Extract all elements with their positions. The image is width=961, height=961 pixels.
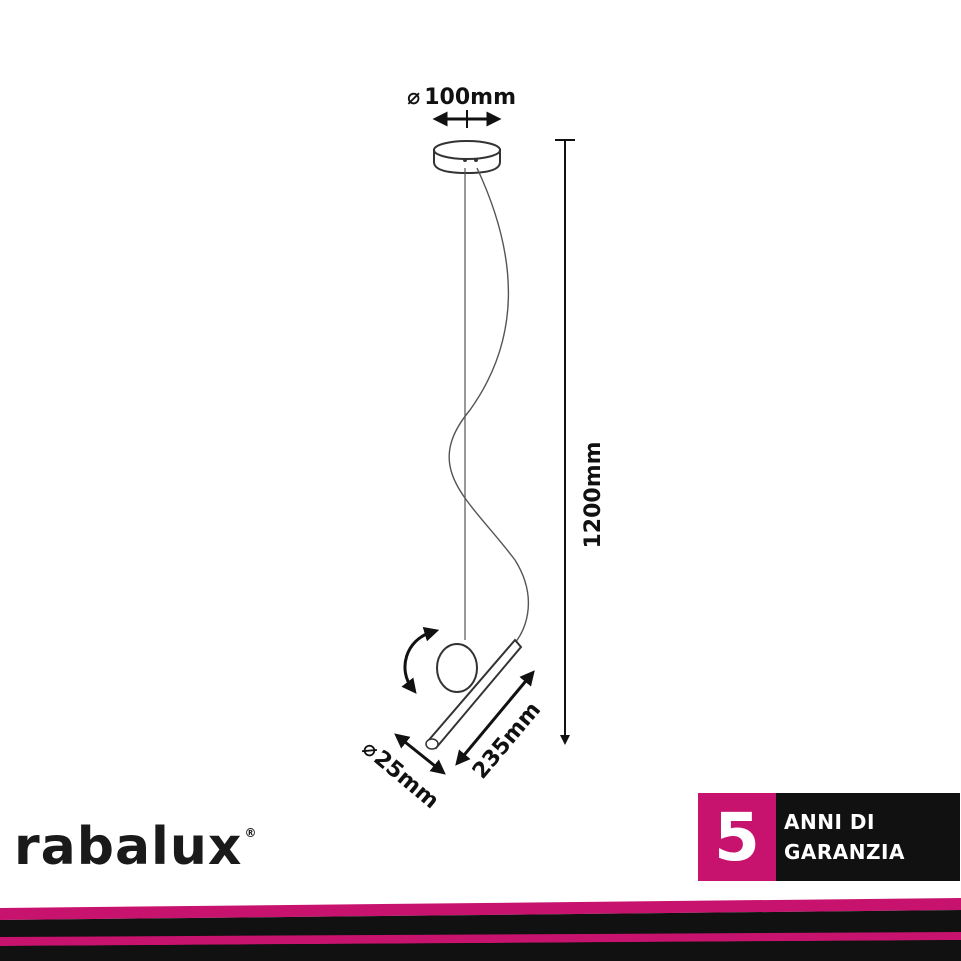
warranty-text: ANNI DI GARANZIA — [776, 793, 960, 881]
canopy-diameter-label: ⌀100mm — [407, 85, 516, 110]
double-arrow-icon — [455, 670, 535, 766]
warranty-line-1: ANNI DI — [784, 810, 875, 834]
warranty-years: 5 — [698, 793, 776, 881]
brand-logo: rabalux® — [14, 812, 258, 882]
warranty-line-2: GARANZIA — [784, 840, 905, 864]
tube-length-label: 235mm — [468, 698, 546, 784]
rotate-arrow-icon — [401, 626, 440, 694]
cable-length-label: 1200mm — [581, 441, 606, 548]
suspension-cables — [448, 167, 530, 649]
canopy-width-dimension: ⌀100mm — [407, 85, 516, 128]
warranty-badge: 5 ANNI DI GARANZIA — [698, 793, 960, 881]
ceiling-canopy — [433, 140, 501, 175]
height-dimension: 1200mm — [555, 139, 606, 745]
registered-icon: ® — [244, 826, 258, 840]
double-arrow-icon — [394, 733, 446, 775]
footer-stripes — [0, 898, 961, 961]
brand-name: rabalux — [14, 817, 243, 877]
